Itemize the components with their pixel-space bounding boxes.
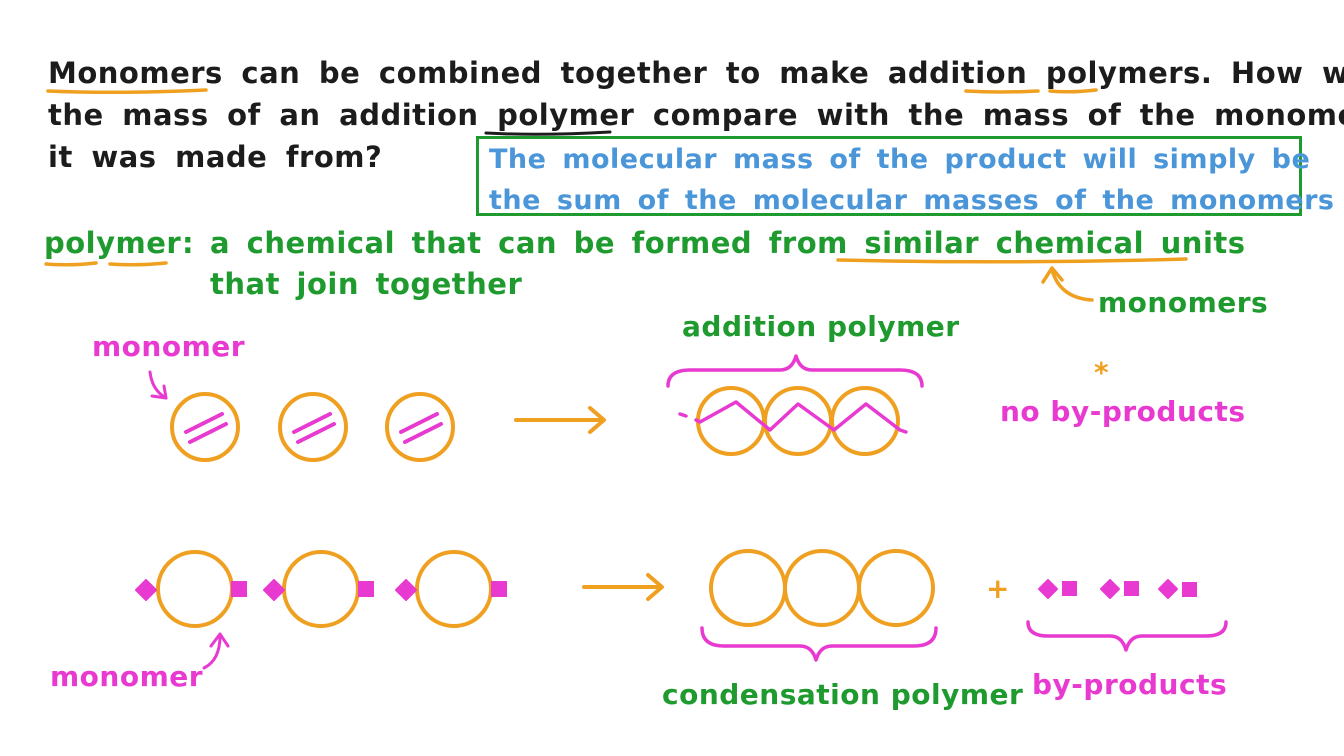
question-line-1: Monomers can be combined together to mak… <box>48 56 1344 90</box>
reaction-arrow-condensation <box>582 573 664 601</box>
definition-separator: : <box>182 226 195 260</box>
addition-monomer-2 <box>278 392 348 462</box>
byproducts-brace <box>1026 620 1228 652</box>
definition-line-1: a chemical that can be formed from simil… <box>210 226 1246 260</box>
condensation-polymer-label: condensation polymer <box>662 678 1024 711</box>
condensation-polymer <box>709 549 935 627</box>
underline-polymer-term <box>44 261 168 267</box>
underline-similar-units <box>836 257 1188 264</box>
byproduct-1 <box>1038 579 1077 599</box>
condensation-monomer-1 <box>135 550 247 628</box>
question-line-3: it was made from? <box>48 140 383 174</box>
no-byproducts-note: no by-products <box>1000 395 1246 428</box>
star-icon: * <box>1094 356 1110 389</box>
monomers-note-arrow <box>1050 268 1094 302</box>
byproducts-label: by-products <box>1032 668 1228 701</box>
condensation-monomer-2 <box>263 550 374 628</box>
condensation-monomer-3 <box>395 550 507 628</box>
monomers-note: monomers <box>1098 286 1269 319</box>
question-line-2: the mass of an addition polymer compare … <box>48 98 1344 132</box>
condensation-monomer-pointer <box>202 634 222 670</box>
addition-monomer-1 <box>170 392 240 462</box>
answer-box <box>476 136 1302 216</box>
addition-monomer-3 <box>385 392 455 462</box>
condensation-monomer-label: monomer <box>50 660 204 693</box>
addition-monomer-label: monomer <box>92 330 246 363</box>
byproduct-3 <box>1158 579 1197 599</box>
reaction-arrow-addition <box>514 406 606 434</box>
definition-term: polymer <box>44 226 182 260</box>
answer-line-2: the sum of the molecular masses of the m… <box>489 185 1335 216</box>
addition-polymer-label: addition polymer <box>682 310 960 343</box>
arrowhead-icon <box>209 632 230 648</box>
underline-polymers <box>964 88 1098 94</box>
arrowhead-icon <box>150 384 168 400</box>
definition-line-2: that join together <box>210 267 523 301</box>
condensation-polymer-brace <box>700 626 938 662</box>
addition-polymer <box>678 386 908 456</box>
addition-polymer-brace <box>666 354 924 388</box>
underline-polymer-q <box>484 130 612 136</box>
underline-monomers <box>46 88 208 95</box>
answer-line-1: The molecular mass of the product will s… <box>489 144 1311 175</box>
arrowhead-icon <box>1041 266 1064 284</box>
byproduct-2 <box>1100 579 1139 599</box>
plus-sign: + <box>986 572 1010 605</box>
